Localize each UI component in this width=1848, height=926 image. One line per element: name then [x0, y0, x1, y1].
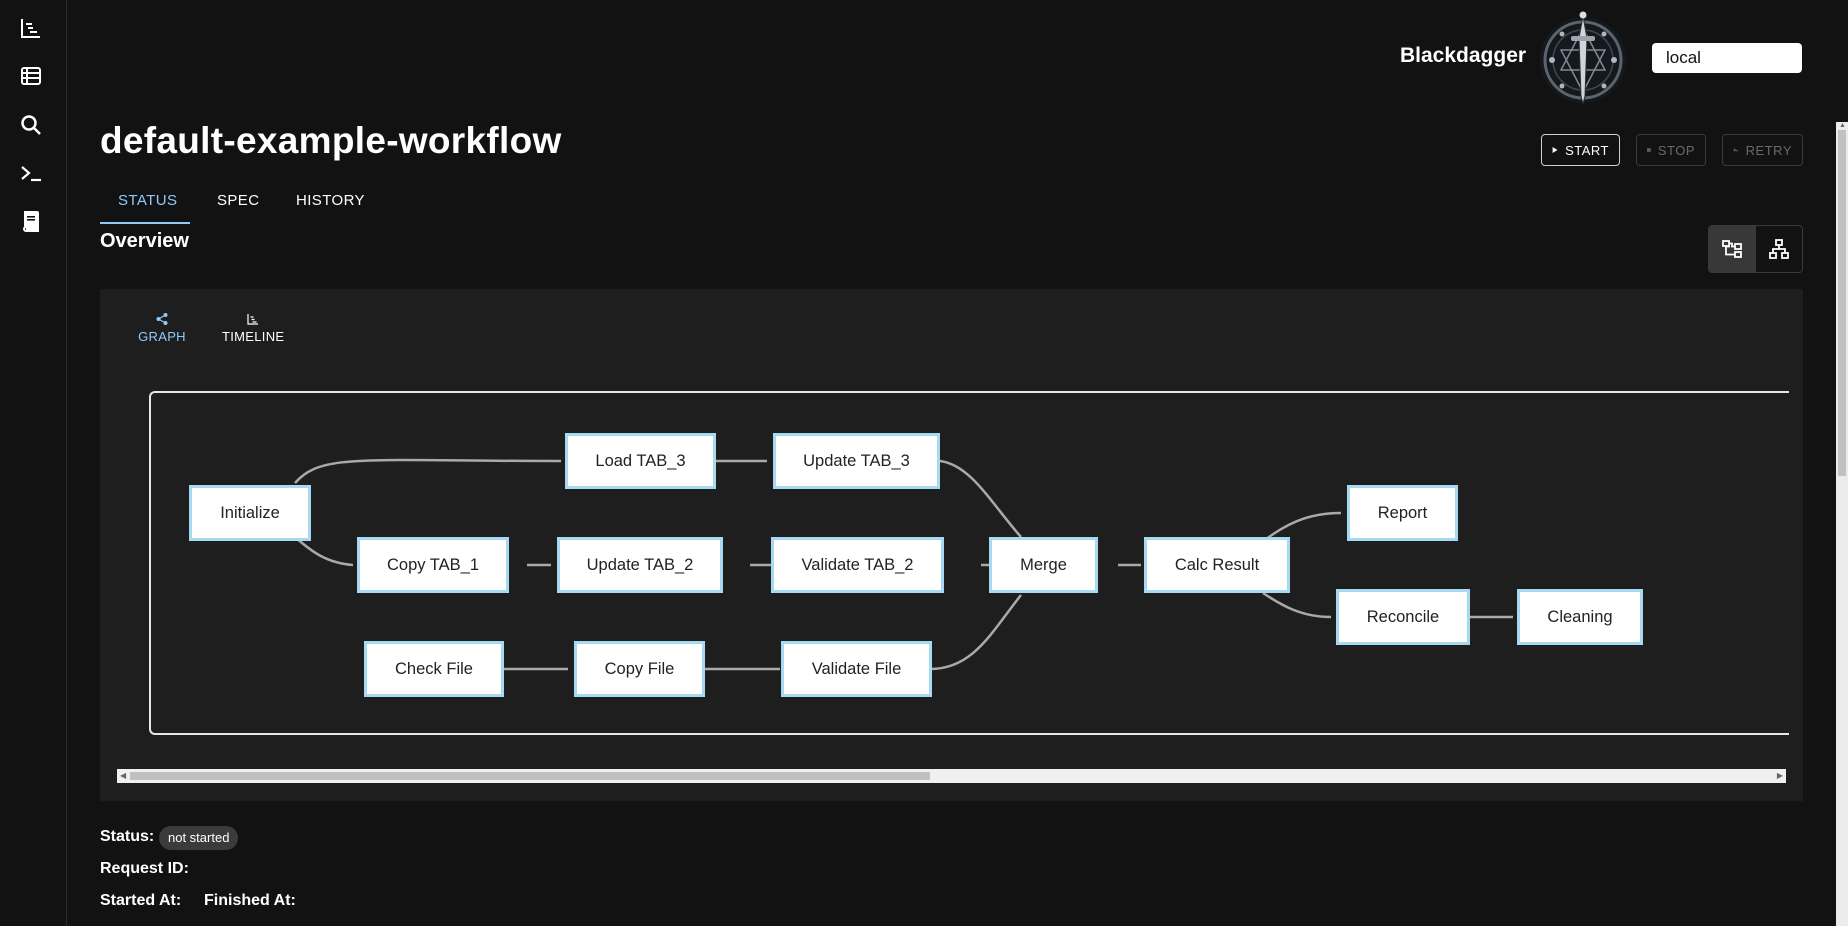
graph-horizontal-scrollbar[interactable]: ◀ ▶: [117, 769, 1786, 783]
search-icon: [21, 115, 41, 135]
horizontal-scroll-thumb[interactable]: [130, 772, 930, 780]
node-check-file[interactable]: Check File: [364, 641, 504, 697]
node-update-tab2[interactable]: Update TAB_2: [557, 537, 723, 593]
subtab-graph-label: GRAPH: [138, 329, 186, 344]
node-reconcile[interactable]: Reconcile: [1336, 589, 1470, 645]
sidebar: [0, 0, 67, 926]
scroll-right-arrow-icon[interactable]: ▶: [1776, 771, 1783, 780]
dagger-logo-icon: [1540, 11, 1626, 105]
node-calc-result[interactable]: Calc Result: [1144, 537, 1290, 593]
edge-update-tab3-merge: [939, 459, 1022, 538]
retry-button[interactable]: RETRY: [1722, 134, 1803, 166]
sidebar-item-workflows[interactable]: [17, 62, 45, 90]
node-initialize[interactable]: Initialize: [189, 485, 311, 541]
page-vertical-scrollbar[interactable]: ▲: [1836, 122, 1848, 926]
overview-title: Overview: [100, 230, 189, 252]
timeline-icon: [21, 19, 40, 38]
flowchart-horizontal-icon: [1722, 240, 1742, 258]
tab-history[interactable]: HISTORY: [296, 192, 365, 209]
graph-orientation-toggle: [1708, 225, 1803, 273]
sidebar-item-search[interactable]: [17, 111, 45, 139]
page-title: default-example-workflow: [100, 120, 562, 161]
timeline-icon: [247, 314, 258, 325]
node-copy-file[interactable]: Copy File: [574, 641, 705, 697]
table-list-icon: [21, 67, 41, 85]
subtab-timeline[interactable]: TIMELINE: [222, 313, 284, 344]
vertical-layout-button[interactable]: [1755, 226, 1802, 272]
workflow-graph: Initialize Load TAB_3 Update TAB_3 Copy …: [149, 391, 1789, 735]
edge-initialize-load-tab3: [294, 458, 562, 484]
node-merge[interactable]: Merge: [989, 537, 1098, 593]
sidebar-item-timeline[interactable]: [17, 14, 45, 42]
tab-spec[interactable]: SPEC: [217, 192, 260, 209]
environment-select[interactable]: local: [1652, 43, 1802, 73]
request-id-label: Request ID:: [100, 860, 189, 877]
retry-button-label: RETRY: [1745, 142, 1792, 158]
node-load-tab3[interactable]: Load TAB_3: [565, 433, 716, 489]
share-nodes-icon: [156, 313, 168, 325]
reply-icon: [1733, 147, 1739, 153]
started-at-label: Started At:: [100, 892, 182, 909]
edge-initialize-copy-tab1: [294, 536, 354, 567]
play-icon: [1552, 146, 1558, 154]
node-copy-tab1[interactable]: Copy TAB_1: [357, 537, 509, 593]
flowchart-vertical-icon: [1769, 239, 1789, 259]
status-label: Status:: [100, 828, 155, 845]
book-icon: [23, 211, 39, 232]
sidebar-item-docs[interactable]: [17, 207, 45, 235]
scroll-up-arrow-icon[interactable]: ▲: [1839, 122, 1846, 129]
graph-edges: [294, 458, 1513, 671]
stop-button-label: STOP: [1657, 142, 1695, 158]
scroll-left-arrow-icon[interactable]: ◀: [120, 771, 127, 780]
node-validate-file[interactable]: Validate File: [781, 641, 932, 697]
edge-validate-file-merge: [929, 594, 1022, 671]
stop-icon: [1647, 148, 1651, 152]
stop-button[interactable]: STOP: [1636, 134, 1706, 166]
subtab-graph[interactable]: GRAPH: [138, 313, 186, 344]
edge-calc-result-reconcile: [1262, 591, 1332, 619]
tab-status[interactable]: STATUS: [118, 192, 178, 209]
start-button-label: START: [1565, 142, 1609, 158]
brand-name: Blackdagger: [1400, 44, 1527, 67]
horizontal-layout-button[interactable]: [1709, 226, 1755, 272]
node-validate-tab2[interactable]: Validate TAB_2: [771, 537, 944, 593]
subtab-timeline-label: TIMELINE: [222, 329, 285, 344]
node-cleaning[interactable]: Cleaning: [1517, 589, 1643, 645]
node-report[interactable]: Report: [1347, 485, 1458, 541]
finished-at-label: Finished At:: [204, 892, 296, 909]
vertical-scroll-thumb[interactable]: [1838, 130, 1846, 476]
terminal-icon: [21, 166, 41, 182]
sidebar-item-terminal[interactable]: [17, 159, 45, 187]
start-button[interactable]: START: [1541, 134, 1620, 166]
active-tab-indicator: [100, 222, 190, 224]
node-update-tab3[interactable]: Update TAB_3: [773, 433, 940, 489]
overview-panel: GRAPH TIMELINE Initializ: [100, 289, 1803, 801]
status-badge: not started: [159, 826, 239, 850]
